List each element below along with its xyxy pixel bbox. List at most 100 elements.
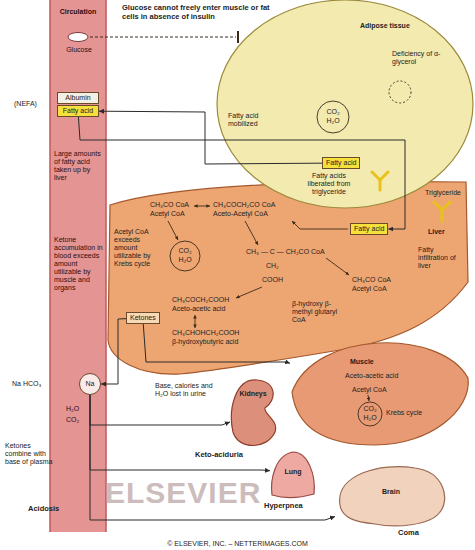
annotation-label: Ketones combine with base of plasma — [5, 442, 57, 466]
flow-arrow — [78, 117, 405, 229]
annotation-label: Triglyceride — [425, 189, 471, 197]
annotation-label: Glucose — [56, 46, 102, 54]
label-holder: CH₃ — C — CH₂CO CoA — [246, 248, 346, 256]
annotation-label: Ketone accumulation in blood exceeds amo… — [54, 236, 104, 292]
node-text: Na — [80, 374, 100, 394]
node-title: Circulation — [50, 8, 106, 16]
label-holder: Fatty acid mobilized — [228, 112, 276, 128]
label-holder: Triglyceride — [425, 189, 471, 197]
node-title: Muscle — [350, 358, 390, 366]
label-holder: Aceto-acetic acid — [172, 305, 262, 313]
label-holder: Acetyl CoA exceeds amount utilizable by … — [114, 228, 160, 268]
node-text-holder: Brain — [335, 488, 447, 496]
label-holder: Aceto-Acetyl CoA — [213, 210, 298, 218]
adipose-shape — [217, 0, 473, 208]
annotation-label: Acetyl CoA — [352, 285, 402, 293]
kidney-organ: Kidneys — [230, 378, 276, 448]
fatty-acid-box: Fatty acid — [322, 157, 360, 169]
node-text-holder: Lung — [270, 468, 316, 476]
label-holder: Ketones combine with base of plasma — [5, 442, 57, 466]
annotation-label: Acetyl CoA — [150, 210, 200, 218]
label-holder: CH₃COCH₂CO CoA — [213, 201, 298, 209]
copyright-note: © ELSEVIER, INC. – NETTERIMAGES.COM — [0, 540, 475, 548]
label-holder: H₂O — [66, 405, 88, 413]
annotation-label: Aceto-acetic acid — [345, 372, 415, 380]
kidney-shape — [231, 380, 275, 446]
glucose-symbol — [68, 33, 88, 42]
label-holder: CO₂ — [66, 416, 88, 424]
fatty-acid-box: Fatty acid — [57, 105, 99, 117]
flow-arrow — [143, 324, 290, 363]
annotation-label: CH₂ — [266, 262, 290, 270]
annotation-label: Glucose cannot freely enter muscle or fa… — [122, 4, 274, 21]
node-title: Liver — [428, 228, 464, 236]
annotation-label: CO₂ — [66, 416, 88, 424]
annotation-label: Base, calories and H₂O lost in urine — [155, 382, 221, 398]
node-title: Brain — [335, 488, 447, 496]
label-holder: Coma — [398, 529, 428, 538]
node-text-holder: Muscle — [350, 358, 390, 366]
label-holder: Ketone accumulation in blood exceeds amo… — [54, 236, 104, 292]
annotation-label: CH₃CHOHCH₂COOH — [172, 329, 262, 337]
label-holder: CO₂ — [358, 405, 382, 413]
label-holder: Keto-aciduria — [195, 451, 257, 460]
label-holder: Fatty acids liberated from triglyceride — [300, 172, 358, 196]
annotation-label: CO₂ — [321, 108, 345, 116]
node-title: Lung — [270, 468, 316, 476]
triglyceride-symbol — [372, 172, 388, 190]
muscle-shape — [292, 343, 468, 445]
annotation-label: CO₂ — [173, 247, 197, 255]
label-holder: © ELSEVIER, INC. – NETTERIMAGES.COM — [0, 540, 475, 548]
label-holder: Aceto-acetic acid — [345, 372, 415, 380]
label-holder: H₂O — [358, 414, 382, 422]
annotation-label: β-hydroxy β-methyl glutaryl CoA — [292, 300, 344, 324]
label-holder: COOH — [262, 276, 292, 284]
ion-circle: Na — [79, 373, 101, 395]
label-holder: CH₂ — [266, 262, 290, 270]
label-holder: H₂O — [321, 117, 345, 125]
krebs-cycle — [358, 402, 382, 426]
label-holder: Na HCO₃ — [12, 380, 50, 388]
annotation-label: H₂O — [66, 405, 88, 413]
node-text: Ketones — [130, 314, 156, 322]
node-text-holder: Liver — [428, 228, 464, 236]
oxidation-cycle — [317, 101, 349, 133]
label-holder: Base, calories and H₂O lost in urine — [155, 382, 221, 398]
annotation-label: Large amounts of fatty acid taken up by … — [54, 150, 104, 182]
block-bar — [237, 31, 239, 43]
annotation-label: Hyperpnea — [264, 502, 316, 511]
label-holder: CH₃CHOHCH₂COOH — [172, 329, 262, 337]
band-edge — [49, 0, 51, 532]
reaction-arrow — [368, 395, 369, 401]
brain-organ: Brain — [335, 466, 447, 528]
node-title: Kidneys — [230, 390, 276, 398]
flow-arrow — [99, 111, 322, 164]
node-text: Fatty acid — [326, 159, 356, 167]
annotation-label: H₂O — [321, 117, 345, 125]
annotation-label: Acetyl CoA — [352, 386, 402, 394]
label-holder: CH₃CO CoA — [352, 276, 402, 284]
annotation-label: CH₃COCH₂CO CoA — [213, 201, 298, 209]
annotation-label: CO₂ — [358, 405, 382, 413]
annotation-label: (NEFA) — [14, 100, 50, 108]
annotation-label: CH₃CO CoA — [352, 276, 402, 284]
triglyceride-symbol — [434, 202, 450, 221]
flow-arrow — [101, 319, 126, 384]
label-holder: Deficiency of α-glycerol — [392, 50, 448, 66]
annotation-label: Krebs cycle — [386, 409, 430, 417]
liver-reactions — [168, 206, 349, 328]
node-text: Fatty acid — [61, 107, 95, 115]
lung-organ: Lung — [270, 448, 316, 498]
annotation-label: Coma — [398, 529, 428, 538]
label-holder: Glucose cannot freely enter muscle or fa… — [122, 4, 274, 21]
label-holder: β-hydroxy β-methyl glutaryl CoA — [292, 300, 344, 324]
annotation-label: Acidosis — [28, 505, 78, 514]
fatty-acid-box: Fatty acid — [350, 223, 388, 235]
annotation-label: Aceto-Acetyl CoA — [213, 210, 298, 218]
albumin-box: Albumin — [57, 92, 99, 104]
node-title: Adipose tissue — [360, 22, 420, 30]
label-holder: Acetyl CoA — [352, 386, 402, 394]
label-holder: Large amounts of fatty acid taken up by … — [54, 150, 104, 182]
flow-arrow — [90, 395, 335, 520]
